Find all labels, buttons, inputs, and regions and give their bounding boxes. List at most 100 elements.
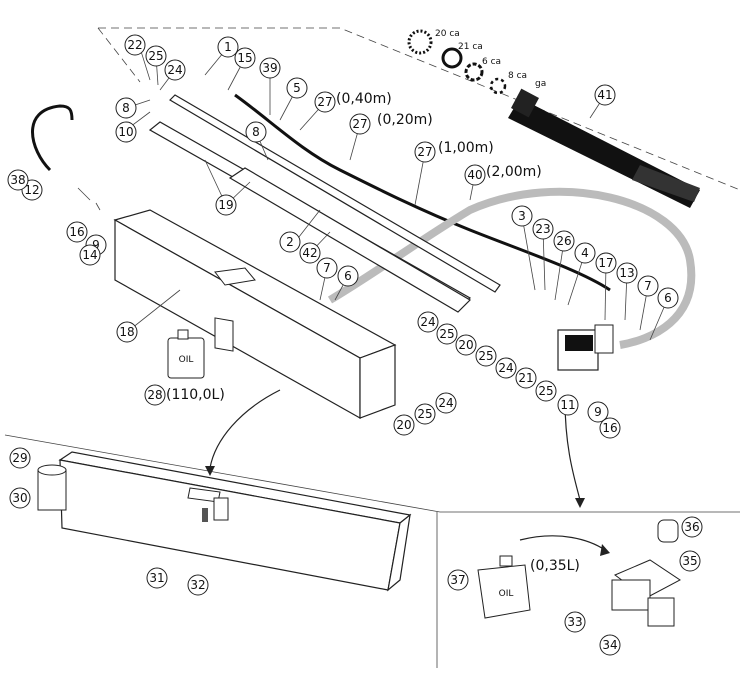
spline-adapters [407, 29, 507, 95]
callout-circle [535, 380, 557, 402]
callout-number: 22 [127, 38, 142, 52]
lower-tank [37, 451, 412, 592]
callout-number: 38 [10, 173, 25, 187]
callout-c41: 41 [594, 84, 616, 106]
callout-circle [475, 345, 497, 367]
callout-c38: 38 [7, 169, 29, 191]
callout-circle [7, 169, 29, 191]
callout-number: 2 [286, 235, 294, 249]
callout-number: 24 [420, 315, 435, 329]
callout-c13: 13 [616, 262, 638, 284]
callout-number: 16 [602, 421, 617, 435]
callout-c17: 17 [595, 252, 617, 274]
gearbox [611, 519, 681, 627]
callout-number: 29 [12, 451, 27, 465]
callout-c30: 30 [9, 487, 31, 509]
callout-circle [314, 91, 336, 113]
tubes [148, 94, 501, 313]
note-oil-110: (110,0L) [166, 387, 225, 403]
note-spline-ga: ga [535, 79, 546, 89]
callout-circle [164, 59, 186, 81]
callout-circle [679, 550, 701, 572]
callout-circle [115, 97, 137, 119]
callout-circle [259, 57, 281, 79]
callout-c1: 1 [217, 36, 239, 58]
callout-circle [681, 516, 703, 538]
note-spline-6ca: 6 ca [482, 57, 501, 67]
callout-number: 36 [684, 520, 699, 534]
callout-c8b: 8 [245, 121, 267, 143]
callout-c27b: 27 [349, 113, 371, 135]
callout-number: 9 [92, 238, 100, 252]
callout-number: 3 [518, 209, 526, 223]
callout-c3: 3 [511, 205, 533, 227]
callout-c24a: 24 [164, 59, 186, 81]
callout-c16b: 16 [599, 417, 621, 439]
callout-number: 25 [439, 327, 454, 341]
callout-number: 10 [118, 125, 133, 139]
callout-number: 25 [148, 49, 163, 63]
callout-number: 40 [467, 168, 482, 182]
callout-number: 39 [262, 61, 277, 75]
callout-number: 42 [302, 246, 317, 260]
note-len-020: (0,20m) [377, 112, 433, 128]
callout-c24d: 24 [435, 392, 457, 414]
callout-circle [532, 218, 554, 240]
callout-c15: 15 [234, 47, 256, 69]
callout-number: 33 [567, 615, 582, 629]
callout-number: 24 [498, 361, 513, 375]
callout-number: 8 [252, 125, 260, 139]
note-spline-8ca: 8 ca [508, 71, 527, 81]
callout-number: 25 [417, 407, 432, 421]
callout-c24b: 24 [417, 311, 439, 333]
callout-c10: 10 [115, 121, 137, 143]
callout-number: 18 [119, 325, 134, 339]
callout-circle [495, 357, 517, 379]
callout-circle [349, 113, 371, 135]
callout-circle [511, 205, 533, 227]
note-len-100: (1,00m) [438, 140, 494, 156]
callout-circle [417, 311, 439, 333]
callout-circle [279, 231, 301, 253]
callout-circle [464, 164, 486, 186]
callout-c35: 35 [679, 550, 701, 572]
note-len-040: (0,40m) [336, 91, 392, 107]
callout-number: 25 [478, 349, 493, 363]
callout-c36: 36 [681, 516, 703, 538]
callout-number: 9 [594, 405, 602, 419]
callout-number: 13 [619, 266, 634, 280]
callout-number: 20 [396, 418, 411, 432]
callout-number: 41 [597, 88, 612, 102]
callout-number: 19 [218, 198, 233, 212]
callout-circle [574, 242, 596, 264]
callout-circle [616, 262, 638, 284]
callout-c2: 2 [279, 231, 301, 253]
callout-number: 20 [458, 338, 473, 352]
callout-c25b: 25 [436, 323, 458, 345]
callout-circle [217, 36, 239, 58]
callout-circle [144, 384, 166, 406]
callout-c34: 34 [599, 634, 621, 656]
text-notes: (0,40m) (0,20m) (1,00m) (2,00m) (110,0L)… [166, 29, 580, 574]
callout-c21: 21 [515, 367, 537, 389]
callout-circle [124, 34, 146, 56]
callout-c5: 5 [286, 77, 308, 99]
callout-number: 11 [560, 398, 575, 412]
note-spline-21ca: 21 ca [458, 42, 483, 52]
callout-c7b: 7 [637, 275, 659, 297]
callout-circle [594, 84, 616, 106]
callout-number: 6 [344, 269, 352, 283]
callout-circle [286, 77, 308, 99]
callout-c8a: 8 [115, 97, 137, 119]
callout-c33: 33 [564, 611, 586, 633]
callout-c23: 23 [532, 218, 554, 240]
callout-c22: 22 [124, 34, 146, 56]
callout-circle [599, 417, 621, 439]
callout-number: 27 [352, 117, 367, 131]
callout-circle [564, 611, 586, 633]
callout-c6b: 6 [657, 287, 679, 309]
callout-c32: 32 [187, 574, 209, 596]
flow-arrows [205, 389, 610, 556]
callout-c25e: 25 [414, 403, 436, 425]
